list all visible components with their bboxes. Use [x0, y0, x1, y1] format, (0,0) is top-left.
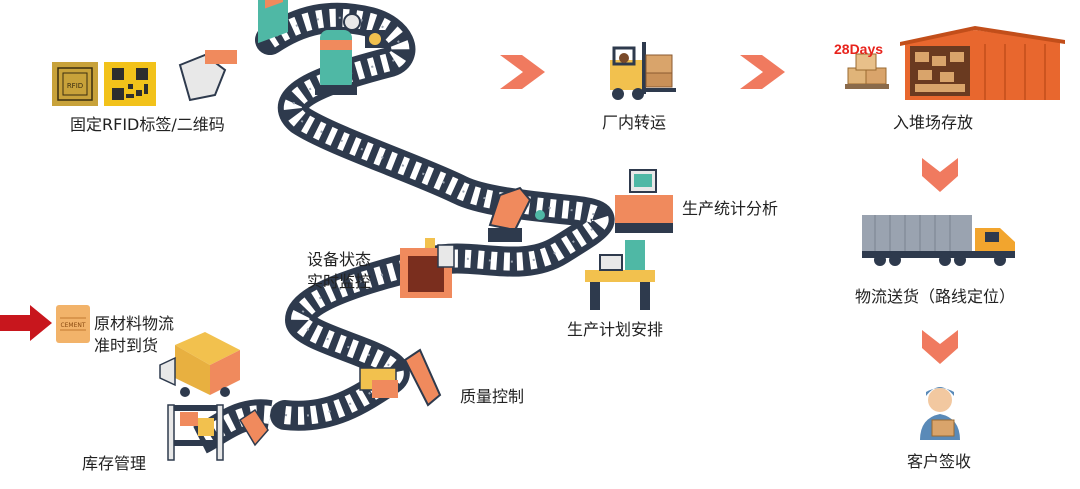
stats-computer-icon — [615, 169, 673, 233]
monitoring-station-icon — [400, 238, 455, 298]
days-badge: 28Days — [834, 41, 884, 57]
factory-machines-icon — [178, 0, 385, 102]
label-equipment-monitoring: 设备状态 实时监控 — [307, 250, 372, 291]
rfid-tag-icon: RFID — [52, 62, 98, 106]
warehouse-icon — [900, 26, 1065, 100]
label-inplant-transfer: 厂内转运 — [602, 113, 667, 132]
planning-desk-icon — [585, 240, 655, 310]
cement-bag-icon: CEMENT — [56, 305, 90, 343]
label-customer-signoff: 客户签收 — [907, 452, 972, 471]
label-production-planning: 生产计划安排 — [567, 320, 664, 339]
cement-bag-text: CEMENT — [60, 322, 85, 329]
flow-arrow-2-icon — [740, 55, 785, 89]
quality-robot-icon — [359, 348, 442, 407]
delivery-truck-icon — [159, 332, 240, 397]
robot-arm-icon — [488, 186, 545, 242]
label-production-stats: 生产统计分析 — [682, 199, 779, 218]
flow-arrow-3-icon — [922, 158, 958, 192]
label-logistics-delivery: 物流送货（路线定位） — [855, 287, 1016, 306]
container-truck-icon — [862, 215, 1015, 266]
rfid-tag-text: RFID — [67, 82, 83, 90]
label-rfid-qr: 固定RFID标签/二维码 — [70, 115, 225, 134]
inventory-shelf-icon — [167, 404, 269, 461]
conveyor-belt — [192, 2, 615, 454]
customer-person-icon — [920, 387, 960, 440]
red-entry-arrow-icon — [0, 305, 52, 341]
flow-arrow-1-icon — [500, 55, 545, 89]
label-raw-material: 原材料物流 准时到货 — [94, 314, 175, 355]
label-yard-storage: 入堆场存放 — [893, 113, 974, 132]
qr-code-icon — [104, 62, 156, 106]
label-quality-control: 质量控制 — [460, 387, 525, 406]
boxes-icon — [845, 53, 889, 89]
label-inventory: 库存管理 — [82, 454, 147, 473]
flow-arrow-4-icon — [922, 330, 958, 364]
forklift-icon — [610, 42, 676, 100]
